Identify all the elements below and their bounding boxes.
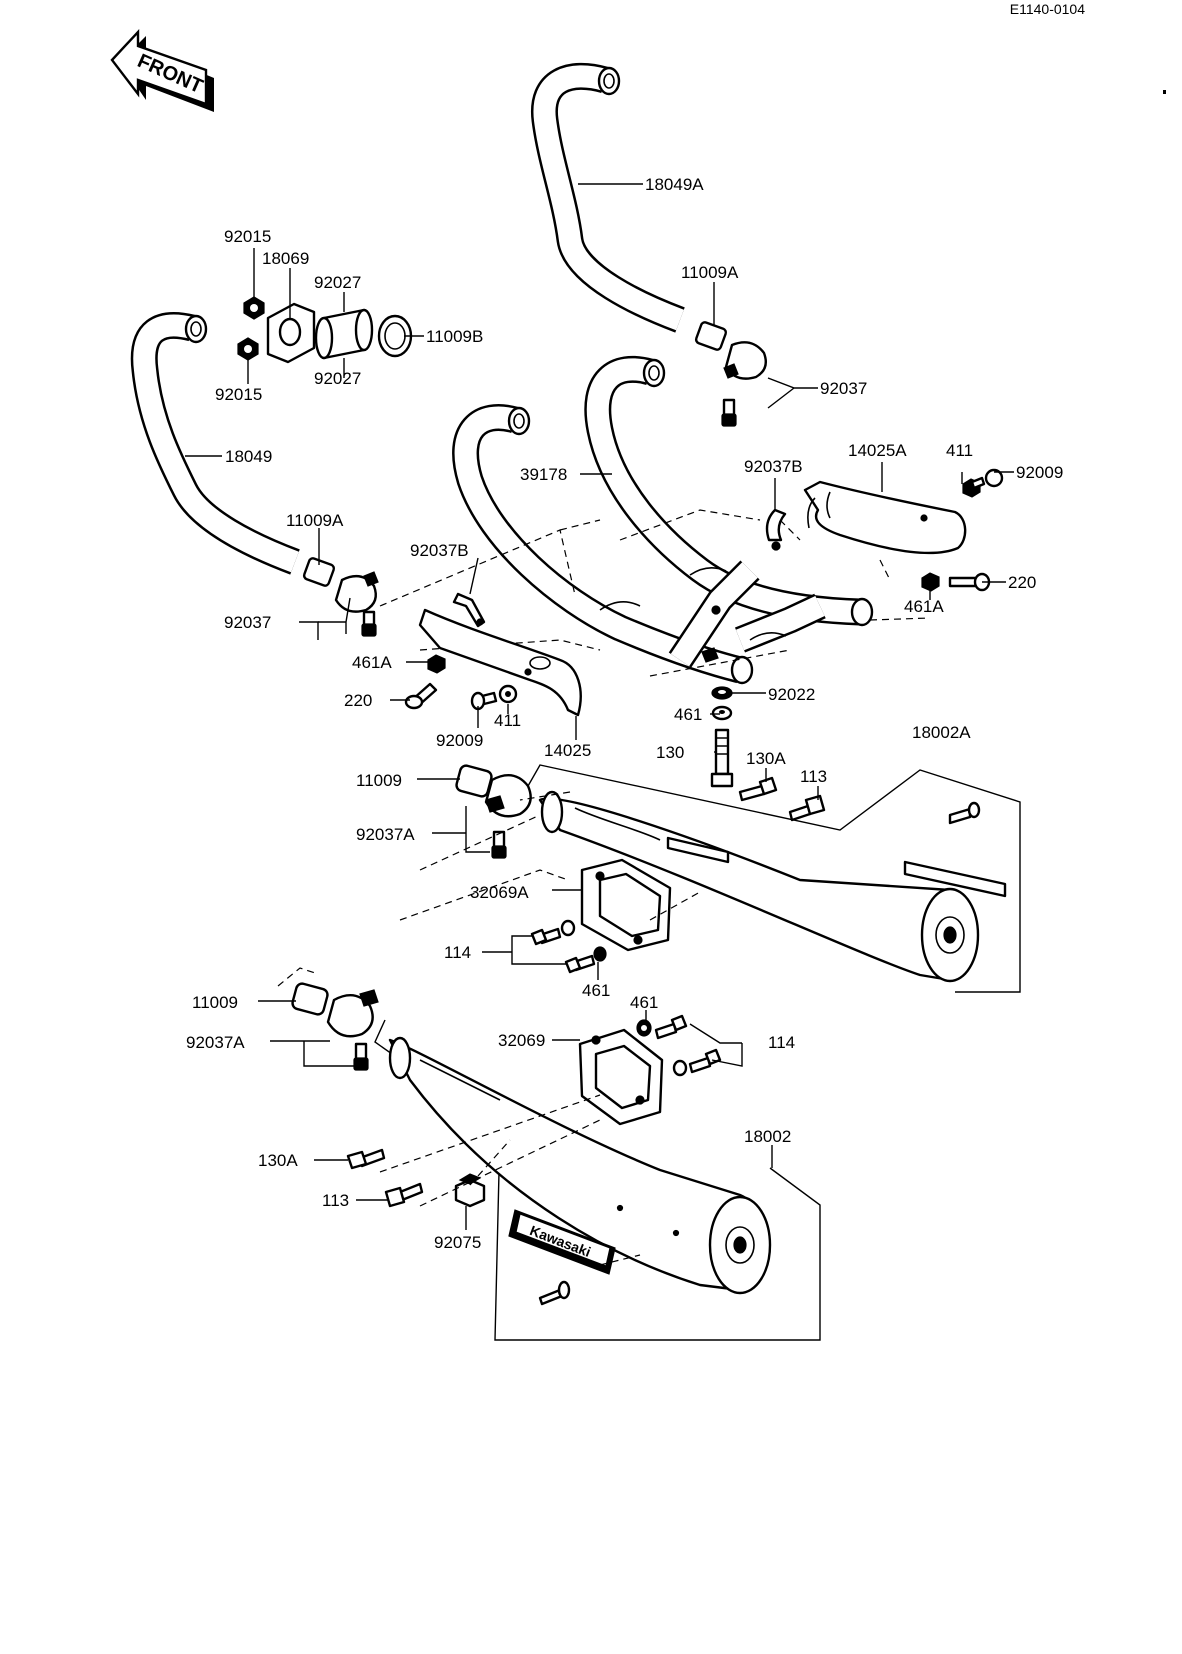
clamp-92037-left [334,571,379,637]
bolt-114-lower-b [672,1048,722,1077]
label-14025a: 14025A [848,441,907,460]
label-18049a: 18049A [645,175,704,194]
page-mark [1163,90,1166,94]
exhaust-pipe-18049a [530,62,685,333]
label-461a-left: 461A [352,653,392,672]
label-92022: 92022 [768,685,815,704]
label-130a-upper: 130A [746,749,786,768]
nut-461a-right [921,572,940,592]
gasket-11009-upper [455,764,493,798]
exhaust-pipe-18049 [130,311,300,575]
label-113-lower: 113 [322,1191,349,1210]
label-39178: 39178 [520,465,567,484]
bracket-32069a [580,858,672,952]
gasket-collar-11009a-right [694,321,728,351]
nut-92015-a [243,296,265,320]
gasket-11009b [377,314,413,358]
label-114-upper: 114 [444,943,471,962]
front-arrow: FRONT [110,28,214,112]
label-130a-lower: 130A [258,1151,298,1170]
label-92037-right: 92037 [820,379,867,398]
label-32069: 32069 [498,1031,545,1050]
label-130: 130 [656,743,684,762]
label-11009a-left: 11009A [286,511,344,530]
bolt-113-lower [384,1182,424,1208]
label-11009-lower: 11009 [192,993,238,1012]
flange-18069 [266,302,316,364]
drawing-code: E1140-0104 [1010,1,1085,17]
washer-411-left [498,684,518,704]
label-92027-a: 92027 [314,273,361,292]
label-92075: 92075 [434,1233,481,1252]
washer-461 [711,705,733,721]
nut-461a-left [427,654,446,674]
clamp-92037b-left [452,592,486,628]
label-11009a-right: 11009A [681,263,739,282]
bolt-92009-right [970,468,1004,490]
label-113-upper: 113 [800,767,827,786]
bolt-113-upper [788,794,826,822]
label-461-a: 461 [674,705,702,724]
muffler-18002 [374,1019,821,1341]
label-92015-b: 92015 [215,385,262,404]
rivet-lower [538,1280,571,1306]
label-92037-left: 92037 [224,613,271,632]
label-461a-right: 461A [904,597,944,616]
label-18069: 18069 [262,249,309,268]
label-220-right: 220 [1008,573,1036,592]
connecting-pipe-39178 [452,355,874,685]
label-411-right: 411 [946,441,973,460]
heat-shield-14025a [803,480,967,555]
label-92037b-right: 92037B [744,457,803,476]
washer-461-lower [636,1019,652,1037]
bolt-92009-left [470,691,498,711]
label-92037b-left: 92037B [410,541,469,560]
gasket-11009-lower [291,982,329,1016]
clamp-92037b-right [765,508,787,551]
label-18049: 18049 [225,447,272,466]
bolt-114-upper-a [530,919,576,946]
clamp-92037a-upper [484,774,532,859]
split-keeper-92027 [314,308,374,360]
label-92015-a: 92015 [224,227,271,246]
bracket-32069 [578,1028,664,1126]
nut-92075 [454,1173,486,1208]
label-92037a-upper: 92037A [356,825,415,844]
clamp-92037-right [721,341,767,427]
clamp-92037a-lower [326,989,379,1071]
leader-lines [185,183,1014,1230]
muffler-18002a [519,764,1021,993]
label-14025: 14025 [544,741,591,760]
bolt-130 [710,728,734,788]
label-220-left: 220 [344,691,372,710]
label-92027-b: 92027 [314,369,361,388]
label-18002a: 18002A [912,723,971,742]
bolt-130a-upper [738,776,778,802]
bolt-114-lower-a [654,1014,688,1040]
label-92009-right: 92009 [1016,463,1063,482]
nut-92015-b [237,337,259,361]
label-114-lower: 114 [768,1033,795,1052]
bolt-130a-lower [346,1148,386,1170]
bolt-220-right [948,572,991,592]
bolt-114-upper-b [564,946,607,974]
label-18002: 18002 [744,1127,791,1146]
label-11009b: 11009B [426,327,483,346]
label-461-c: 461 [630,993,658,1012]
label-461-b: 461 [582,981,610,1000]
washer-92022 [711,686,733,700]
label-92009-left: 92009 [436,731,483,750]
label-92037a-lower: 92037A [186,1033,245,1052]
label-11009-upper: 11009 [356,771,402,790]
label-32069a: 32069A [470,883,529,902]
heat-shield-14025 [418,608,582,717]
label-411-left: 411 [494,711,521,730]
gasket-collar-11009a-left [302,557,336,587]
part-labels: 18049A 11009A 92037 92015 18069 92027 11… [186,175,1063,1252]
bolt-220-left [404,682,438,710]
